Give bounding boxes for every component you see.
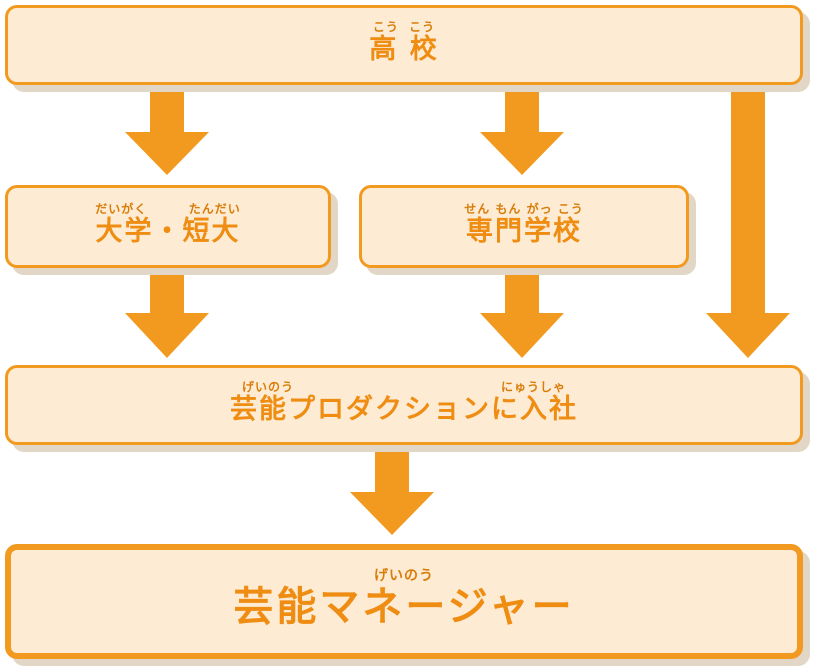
node-agency-label: 芸能プロダクションに入社 <box>230 394 578 425</box>
node-high-school: こう こう 高 校 <box>5 5 803 85</box>
node-high-school-label: 高 校 <box>369 34 439 65</box>
arrow-agency-to-manager <box>350 445 434 535</box>
node-university-ruby: だいがく たんだい <box>95 202 241 216</box>
arrow-highschool-to-university <box>125 86 209 175</box>
node-vocational: せん もん がっ こう 専門学校 <box>359 185 689 268</box>
node-agency: げいのう にゅうしゃ 芸能プロダクションに入社 <box>5 365 803 445</box>
arrow-highschool-to-vocational <box>480 86 564 175</box>
node-vocational-label: 専門学校 <box>466 216 582 247</box>
node-university-label: 大学・短大 <box>95 216 241 247</box>
node-vocational-ruby: せん もん がっ こう <box>464 202 584 216</box>
node-manager: げいのう 芸能マネージャー <box>5 544 803 659</box>
node-agency-ruby: げいのう にゅうしゃ <box>241 380 567 394</box>
node-manager-label: 芸能マネージャー <box>233 584 575 630</box>
arrow-university-to-agency <box>125 268 209 358</box>
arrow-highschool-to-agency <box>706 86 790 358</box>
node-university: だいがく たんだい 大学・短大 <box>5 185 331 268</box>
node-high-school-ruby: こう こう <box>372 20 436 34</box>
arrow-vocational-to-agency <box>480 268 564 358</box>
node-manager-ruby: げいのう <box>374 568 434 584</box>
